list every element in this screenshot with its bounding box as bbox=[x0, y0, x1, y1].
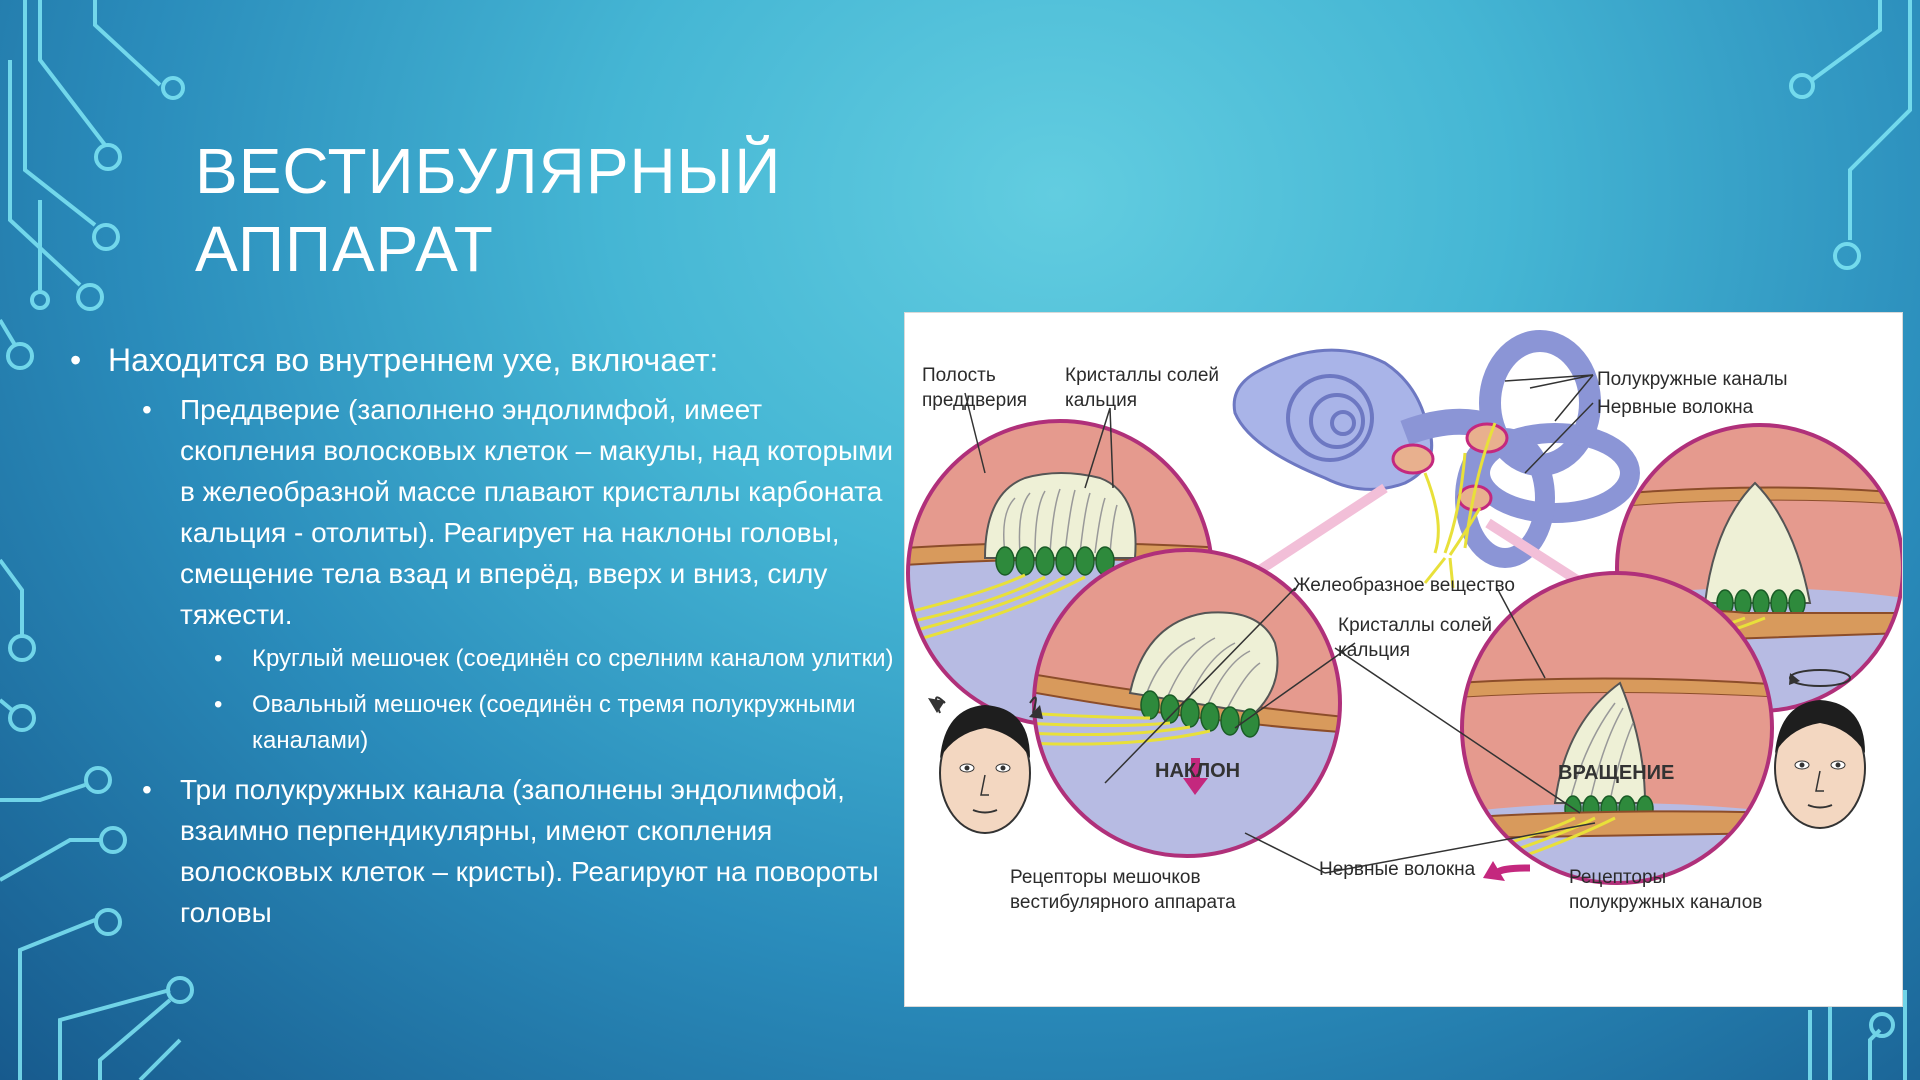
label-canal-receptors: Рецепторы полукружных каналов bbox=[1569, 867, 1763, 913]
face-right bbox=[1774, 669, 1866, 829]
label-calcium-crystals-top: Кристаллы солей кальция bbox=[1065, 365, 1220, 411]
bullet-text: Преддверие (заполнено эндолимфой, имеет … bbox=[180, 394, 894, 630]
bullet-item: • Находится во внутреннем ухе, включает: bbox=[70, 340, 900, 381]
label-nerve-fibers-bottom: Нервные волокна bbox=[1319, 859, 1476, 880]
bullet-text: Овальный мешочек (соединён с тремя полук… bbox=[252, 691, 856, 754]
label-vestibule-cavity: Полость преддверия bbox=[922, 365, 1028, 411]
title-line-2: АППАРАТ bbox=[195, 213, 494, 285]
label-rotation: ВРАЩЕНИЕ bbox=[1558, 762, 1675, 784]
bullet-item: • Круглый мешочек (соединён со срелним к… bbox=[70, 641, 900, 677]
bullet-item: • Овальный мешочек (соединён с тремя пол… bbox=[70, 687, 900, 759]
label-nerve-fibers-top: Нервные волокна bbox=[1597, 397, 1754, 418]
slide-title: ВЕСТИБУЛЯРНЫЙ АППАРАТ bbox=[195, 132, 955, 288]
inner-ear-drawing bbox=[1232, 330, 1640, 589]
bullet-text: Три полукружных канала (заполнены эндоли… bbox=[180, 774, 879, 928]
bullet-text: Круглый мешочек (соединён со срелним кан… bbox=[252, 645, 894, 672]
title-line-1: ВЕСТИБУЛЯРНЫЙ bbox=[195, 135, 782, 207]
illustration-graphic bbox=[906, 330, 1902, 885]
label-calcium-crystals-mid: Кристаллы солей кальция bbox=[1338, 615, 1493, 661]
bullet-glyph: • bbox=[142, 774, 152, 805]
bullet-glyph: • bbox=[142, 394, 152, 425]
bullet-glyph: • bbox=[70, 342, 82, 378]
bullet-item: • Преддверие (заполнено эндолимфой, имее… bbox=[70, 389, 900, 635]
bullet-item: • Три полукружных канала (заполнены эндо… bbox=[70, 769, 900, 933]
face-left bbox=[928, 696, 1043, 834]
label-gel-substance: Желеобразное вещество bbox=[1293, 575, 1515, 596]
bullet-glyph: • bbox=[214, 691, 223, 718]
bullet-list: • Находится во внутреннем ухе, включает:… bbox=[70, 340, 900, 939]
label-vestibular-receptors: Рецепторы мешочков вестибулярного аппара… bbox=[1010, 867, 1236, 913]
vestibular-apparatus-illustration: Полость преддверия Кристаллы солей кальц… bbox=[904, 312, 1903, 1007]
label-tilt: НАКЛОН bbox=[1155, 760, 1241, 782]
label-semicircular-canals: Полукружные каналы bbox=[1597, 369, 1788, 390]
bullet-glyph: • bbox=[214, 645, 223, 672]
bullet-text: Находится во внутреннем ухе, включает: bbox=[108, 342, 719, 378]
